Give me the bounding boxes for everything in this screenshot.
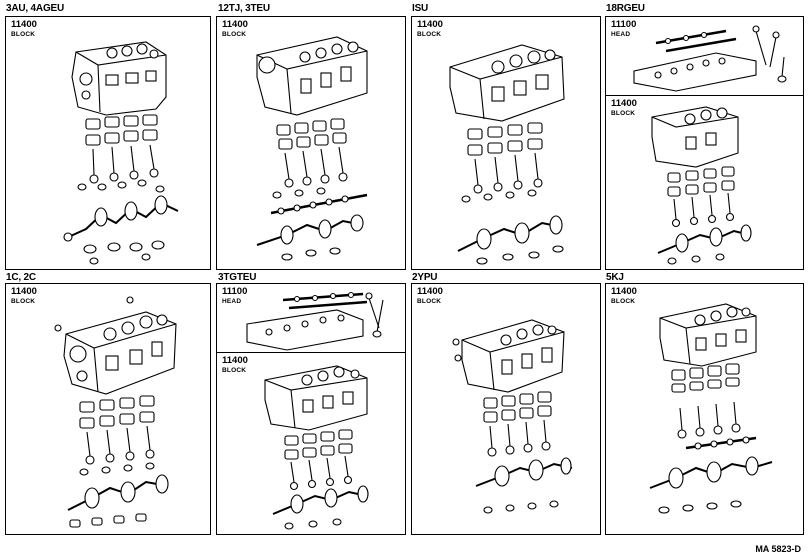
drawing-reference-number: MA 5823-D xyxy=(755,544,801,554)
section-divider xyxy=(606,95,803,96)
part-label: BLOCK xyxy=(417,31,442,38)
panel-2ypu: 11400 BLOCK xyxy=(411,283,601,535)
part-label: HEAD xyxy=(222,298,242,305)
cylinder-head-illustration xyxy=(633,25,787,92)
part-code: 11400 xyxy=(611,286,637,297)
engine-block-assembly-illustration xyxy=(649,303,773,514)
panel-12tj-3teu: 11400 BLOCK xyxy=(216,16,406,270)
engine-block-assembly-illustration xyxy=(264,365,369,530)
cylinder-head-illustration xyxy=(246,291,384,351)
part-label: BLOCK xyxy=(11,31,36,38)
part-code: 11400 xyxy=(11,286,37,297)
part-label: BLOCK xyxy=(611,298,636,305)
engine-block-assembly-illustration xyxy=(449,44,565,265)
panel-5kj: 11400 BLOCK xyxy=(605,283,804,535)
part-code: 11400 xyxy=(417,286,443,297)
panel-1c-2c: 11400 BLOCK xyxy=(5,283,211,535)
panel-title-isu: ISU xyxy=(412,3,429,14)
part-code: 11100 xyxy=(222,286,248,297)
part-code: 11100 xyxy=(611,19,637,30)
part-code: 11400 xyxy=(611,98,637,109)
engine-block-assembly-illustration xyxy=(54,296,177,528)
part-label: BLOCK xyxy=(222,367,247,374)
panel-3au-4ageu: 11400 BLOCK xyxy=(5,16,211,270)
panel-title-3tgteu: 3TGTEU xyxy=(218,272,257,283)
panel-3tgteu: 11100 HEAD 11400 BLOCK xyxy=(216,283,406,535)
panel-title-5kj: 5KJ xyxy=(606,272,624,283)
part-code: 11400 xyxy=(11,19,37,30)
part-label: BLOCK xyxy=(611,110,636,117)
engine-block-assembly-illustration xyxy=(452,319,573,514)
panel-title-18rgeu: 18RGEU xyxy=(606,3,645,14)
engine-block-assembly-illustration xyxy=(63,41,179,265)
engine-block-assembly-illustration xyxy=(256,36,368,261)
panel-title-1c-2c: 1C, 2C xyxy=(6,272,36,283)
part-label: BLOCK xyxy=(222,31,247,38)
part-label: BLOCK xyxy=(11,298,36,305)
part-label: BLOCK xyxy=(417,298,442,305)
engine-block-assembly-illustration xyxy=(651,106,752,265)
part-code: 11400 xyxy=(222,355,248,366)
section-divider xyxy=(217,352,405,353)
panel-title-2ypu: 2YPU xyxy=(412,272,438,283)
part-label: HEAD xyxy=(611,31,631,38)
panel-18rgeu: 11100 HEAD 11400 BLOCK xyxy=(605,16,804,270)
part-code: 11400 xyxy=(222,19,248,30)
part-code: 11400 xyxy=(417,19,443,30)
panel-title-12tj-3teu: 12TJ, 3TEU xyxy=(218,3,270,14)
panel-title-3au-4ageu: 3AU, 4AGEU xyxy=(6,3,65,14)
panel-isu: 11400 BLOCK xyxy=(411,16,601,270)
